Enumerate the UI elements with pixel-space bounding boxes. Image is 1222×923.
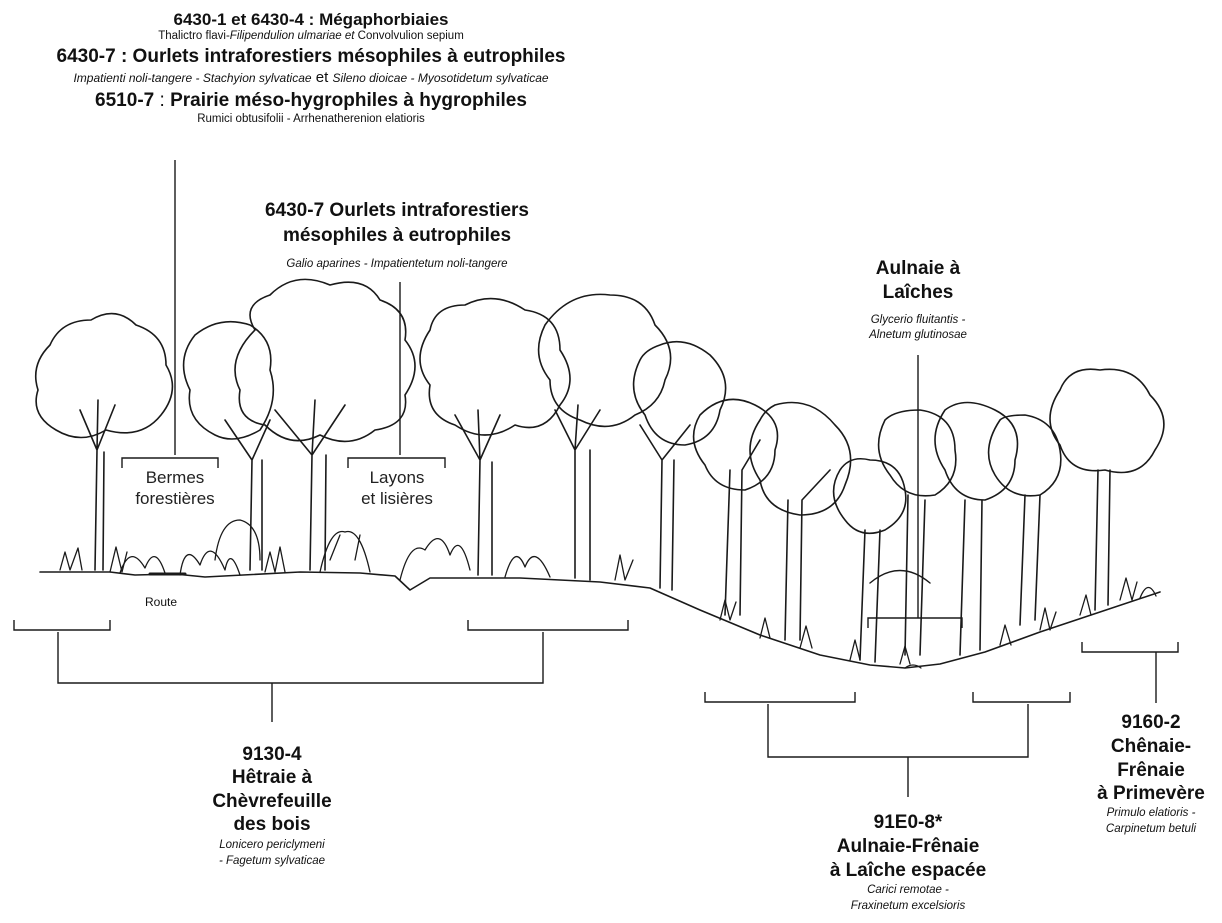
hetraie-left-bracket	[14, 620, 110, 630]
tree-6	[634, 342, 726, 590]
bermes-bracket	[122, 458, 218, 468]
tree-11	[935, 403, 1018, 656]
tree-7	[694, 399, 778, 615]
header-line-thalictro: Thalictro flavi-Filipendulion ulmariae e…	[0, 30, 622, 43]
header-code-6510-7: 6510-7	[95, 90, 154, 111]
tree-4	[420, 299, 570, 575]
header-sileno: Sileno dioicae - Myosotidetum sylvaticae	[332, 71, 548, 85]
hetraie-sub-line2: - Fagetum sylvaticae	[172, 855, 372, 868]
aulnaie-frenaie-label: 91E0-8* Aulnaie-Frênaie à Laîche espacée…	[818, 812, 998, 913]
hetraie-label: 9130-4 Hêtraie à Chèvrefeuille des bois …	[172, 744, 372, 868]
aulnaie-sub-line1: Glycerio fluitantis -	[828, 314, 1008, 327]
header-convolvulion: Convolvulion sepium	[358, 30, 464, 42]
layons-label: Layons et lisières	[338, 468, 456, 509]
hetraie-name-line3: des bois	[172, 814, 372, 835]
chenaie-name-line1: Chênaie-	[1080, 736, 1222, 757]
layons-line1: Layons	[338, 468, 456, 489]
layons-bracket	[348, 458, 445, 468]
aulnaie-title-line1: Aulnaie à	[828, 258, 1008, 279]
tree-2	[184, 322, 274, 570]
frenaie-sub-line1: Carici remotae -	[818, 884, 998, 897]
frenaie-main-bracket	[768, 704, 1028, 757]
hetraie-sub-line1: Lonicero periclymeni	[172, 839, 372, 852]
tree-8	[750, 403, 851, 641]
tree-13	[1050, 369, 1164, 610]
frenaie-code: 91E0-8*	[818, 812, 998, 833]
route-label: Route	[136, 596, 186, 609]
tree-1	[36, 314, 173, 570]
tree-9	[834, 459, 906, 662]
layons-line2: et lisières	[338, 489, 456, 510]
frenaie-left-bracket	[705, 692, 855, 702]
header-filipendulion: Filipendulion ulmariae et	[230, 30, 355, 42]
header-name-prairie: Prairie méso-hygrophiles à hygrophiles	[170, 90, 527, 111]
ground-profile	[40, 572, 1160, 668]
top-header: 6430-1 et 6430-4 : Mégaphorbiaies Thalic…	[0, 10, 622, 126]
frenaie-name-line2: à Laîche espacée	[818, 860, 998, 881]
chenaie-sub-line1: Primulo elatioris -	[1080, 807, 1222, 820]
header-impatienti: Impatienti noli-tangere - Stachyion sylv…	[73, 71, 311, 85]
ourlets-title-line2: mésophiles à eutrophiles	[232, 225, 562, 246]
header-name-megaphorbiaies: Mégaphorbiaies	[319, 10, 448, 29]
aulnaie-laiches-label: Aulnaie à Laîches Glycerio fluitantis - …	[828, 258, 1008, 342]
bermes-line2: forestières	[112, 489, 238, 510]
aulnaie-small-bracket	[868, 618, 962, 628]
header-line-rumici: Rumici obtusifolii - Arrhenatherenion el…	[0, 113, 622, 126]
chenaie-name-line3: à Primevère	[1080, 783, 1222, 804]
hetraie-name-line1: Hêtraie à	[172, 767, 372, 788]
frenaie-name-line1: Aulnaie-Frênaie	[818, 836, 998, 857]
chenaie-bracket	[1082, 642, 1178, 652]
chenaie-sub-line2: Carpinetum betuli	[1080, 823, 1222, 836]
ourlets-subtitle: Galio aparines - Impatientetum noli-tang…	[232, 258, 562, 271]
bermes-line1: Bermes	[112, 468, 238, 489]
header-line-prairie: 6510-7 : Prairie méso-hygrophiles à hygr…	[0, 90, 622, 111]
header-line-impatienti: Impatienti noli-tangere - Stachyion sylv…	[0, 70, 622, 87]
chenaie-code: 9160-2	[1080, 712, 1222, 733]
ourlets-label: 6430-7 Ourlets intraforestiers mésophile…	[232, 200, 562, 270]
hetraie-right-bracket	[468, 620, 628, 630]
aulnaie-sub-line2: Alnetum glutinosae	[828, 329, 1008, 342]
understorey-plants	[60, 520, 1156, 664]
header-thalictro: Thalictro flavi-	[158, 30, 230, 42]
frenaie-sub-line2: Fraxinetum excelsioris	[818, 900, 998, 913]
header-line-megaphorbiaies: 6430-1 et 6430-4 : Mégaphorbiaies	[0, 10, 622, 29]
ourlets-title-line1: 6430-7 Ourlets intraforestiers	[232, 200, 562, 221]
chenaie-label: 9160-2 Chênaie- Frênaie à Primevère Prim…	[1080, 712, 1222, 836]
bermes-label: Bermes forestières	[112, 468, 238, 509]
header-line-ourlets: 6430-7 : Ourlets intraforestiers mésophi…	[0, 46, 622, 67]
header-sep-2: :	[154, 90, 170, 111]
hetraie-code: 9130-4	[172, 744, 372, 765]
header-et: et	[312, 69, 333, 86]
chenaie-name-line2: Frênaie	[1080, 760, 1222, 781]
tree-12	[989, 415, 1061, 625]
frenaie-right-bracket	[973, 692, 1070, 702]
header-code-6430-1-4: 6430-1 et 6430-4	[174, 10, 304, 29]
hetraie-name-line2: Chèvrefeuille	[172, 791, 372, 812]
aulnaie-title-line2: Laîches	[828, 282, 1008, 303]
hetraie-main-bracket	[58, 632, 543, 683]
header-sep-1: :	[304, 10, 319, 29]
